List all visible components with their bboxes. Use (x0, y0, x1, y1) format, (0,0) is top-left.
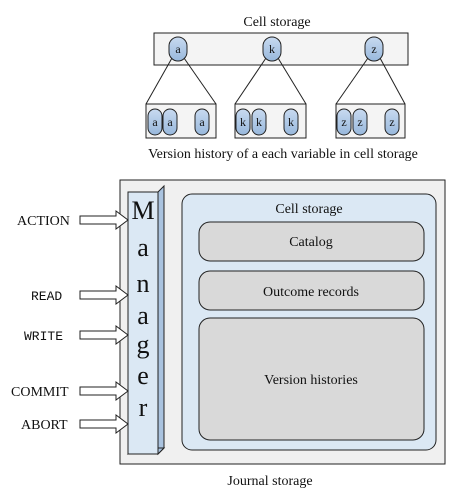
svg-text:z: z (371, 42, 376, 56)
history-z-2: z (357, 115, 362, 129)
outcome-records-box (198, 270, 425, 311)
history-box-k: k k k (234, 103, 307, 139)
top-variable-k: k (262, 36, 282, 62)
history-z-3: z (389, 115, 394, 129)
outcome-records-label: Outcome records (263, 285, 359, 300)
input-action-label: ACTION (17, 214, 70, 229)
catalog-box (198, 221, 425, 262)
cell-storage-title: Cell storage (275, 202, 342, 217)
history-k-3: k (288, 115, 294, 129)
input-commit-label: COMMIT (11, 385, 69, 400)
input-abort-label: ABORT (21, 418, 68, 433)
history-a-3: a (199, 115, 205, 129)
manager-bar: M a n a g e r (126, 184, 166, 456)
manager-letter-r: r (139, 393, 148, 422)
manager-letter-a2: a (137, 301, 149, 330)
journal-storage-caption: Journal storage (227, 474, 312, 489)
top-variable-z: z (364, 36, 384, 62)
manager-letter-a1: a (137, 233, 149, 262)
input-arrows (79, 210, 129, 434)
history-k-2: k (256, 115, 262, 129)
version-histories-box (198, 317, 425, 441)
action-arrow-icon (79, 210, 129, 230)
svg-text:k: k (269, 42, 275, 56)
history-z-1: z (341, 115, 346, 129)
input-read-label: READ (31, 289, 62, 304)
catalog-label: Catalog (289, 235, 333, 250)
manager-letter-n: n (137, 269, 150, 298)
history-box-a: a a a (145, 103, 217, 139)
history-box-z: z z z (335, 103, 406, 139)
funnel-lines (145, 57, 406, 105)
version-history-caption: Version history of a each variable in ce… (148, 147, 418, 162)
write-arrow-icon (79, 325, 129, 345)
top-variable-a: a (168, 36, 188, 62)
read-arrow-icon (79, 285, 129, 305)
history-a-1: a (152, 115, 158, 129)
commit-arrow-icon (79, 381, 129, 401)
abort-arrow-icon (79, 414, 129, 434)
manager-letter-e: e (137, 361, 149, 390)
manager-letter-g: g (137, 330, 150, 359)
input-write-label: WRITE (24, 329, 63, 344)
manager-letter-m: M (131, 196, 154, 225)
version-histories-label: Version histories (264, 373, 358, 388)
svg-text:a: a (175, 42, 181, 56)
top-cell-storage-title: Cell storage (243, 15, 310, 30)
history-k-1: k (240, 115, 246, 129)
history-a-2: a (167, 115, 173, 129)
